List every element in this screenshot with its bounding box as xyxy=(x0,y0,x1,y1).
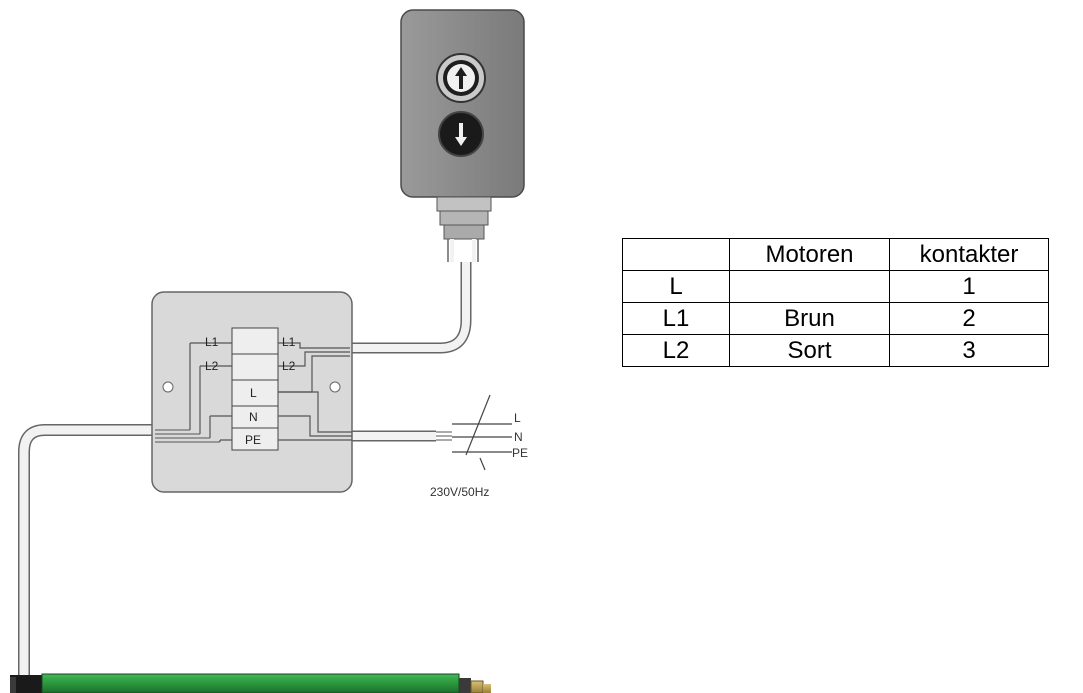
wiring-table: Motoren kontakter L 1 L1 Brun 2 L2 Sort … xyxy=(622,238,1049,367)
table-cell: 3 xyxy=(889,334,1049,367)
table-cell: 2 xyxy=(889,302,1049,335)
terminal-pe: PE xyxy=(245,433,261,447)
table-row: L 1 xyxy=(622,270,1049,303)
terminal-l: L xyxy=(250,386,257,400)
right-label-l1: L1 xyxy=(282,335,296,349)
table-cell: 1 xyxy=(889,270,1049,303)
table-cell: L xyxy=(622,270,730,303)
table-cell: L2 xyxy=(622,334,730,367)
left-label-l1: L1 xyxy=(205,335,219,349)
motor-cable xyxy=(18,424,155,680)
arrow-down-icon[interactable] xyxy=(438,111,484,157)
supply-label-pe: PE xyxy=(512,446,528,460)
left-label-l2: L2 xyxy=(205,359,219,373)
table-header-cell: Motoren xyxy=(729,238,890,271)
table-cell: Brun xyxy=(729,302,890,335)
mounting-hole-left xyxy=(162,381,174,393)
motor-end-cap xyxy=(10,675,42,693)
cable-gland xyxy=(436,196,492,212)
table-cell xyxy=(729,270,890,303)
switch-body xyxy=(400,9,525,198)
junction-box: L1 L2 L1 L2 L N PE xyxy=(151,291,353,493)
right-label-l2: L2 xyxy=(282,359,296,373)
supply-label-n: N xyxy=(514,430,523,444)
terminal-n: N xyxy=(249,410,258,424)
arrow-up-icon[interactable] xyxy=(443,60,479,96)
motor-tube xyxy=(41,673,460,693)
supply-label-l: L xyxy=(514,411,521,425)
tubular-motor xyxy=(10,673,491,693)
mounting-hole-right xyxy=(329,381,341,393)
table-header-cell: kontakter xyxy=(889,238,1049,271)
table-row: L2 Sort 3 xyxy=(622,334,1049,367)
voltage-label: 230V/50Hz xyxy=(430,485,489,499)
power-supply: L N PE 230V/50Hz xyxy=(430,394,528,499)
table-header-row: Motoren kontakter xyxy=(622,238,1049,271)
table-cell: L1 xyxy=(622,302,730,335)
table-cell: Sort xyxy=(729,334,890,367)
table-header-cell xyxy=(622,238,730,271)
motor-shaft xyxy=(470,680,484,693)
table-row: L1 Brun 2 xyxy=(622,302,1049,335)
control-switch xyxy=(400,9,525,262)
switch-cable xyxy=(350,262,472,354)
